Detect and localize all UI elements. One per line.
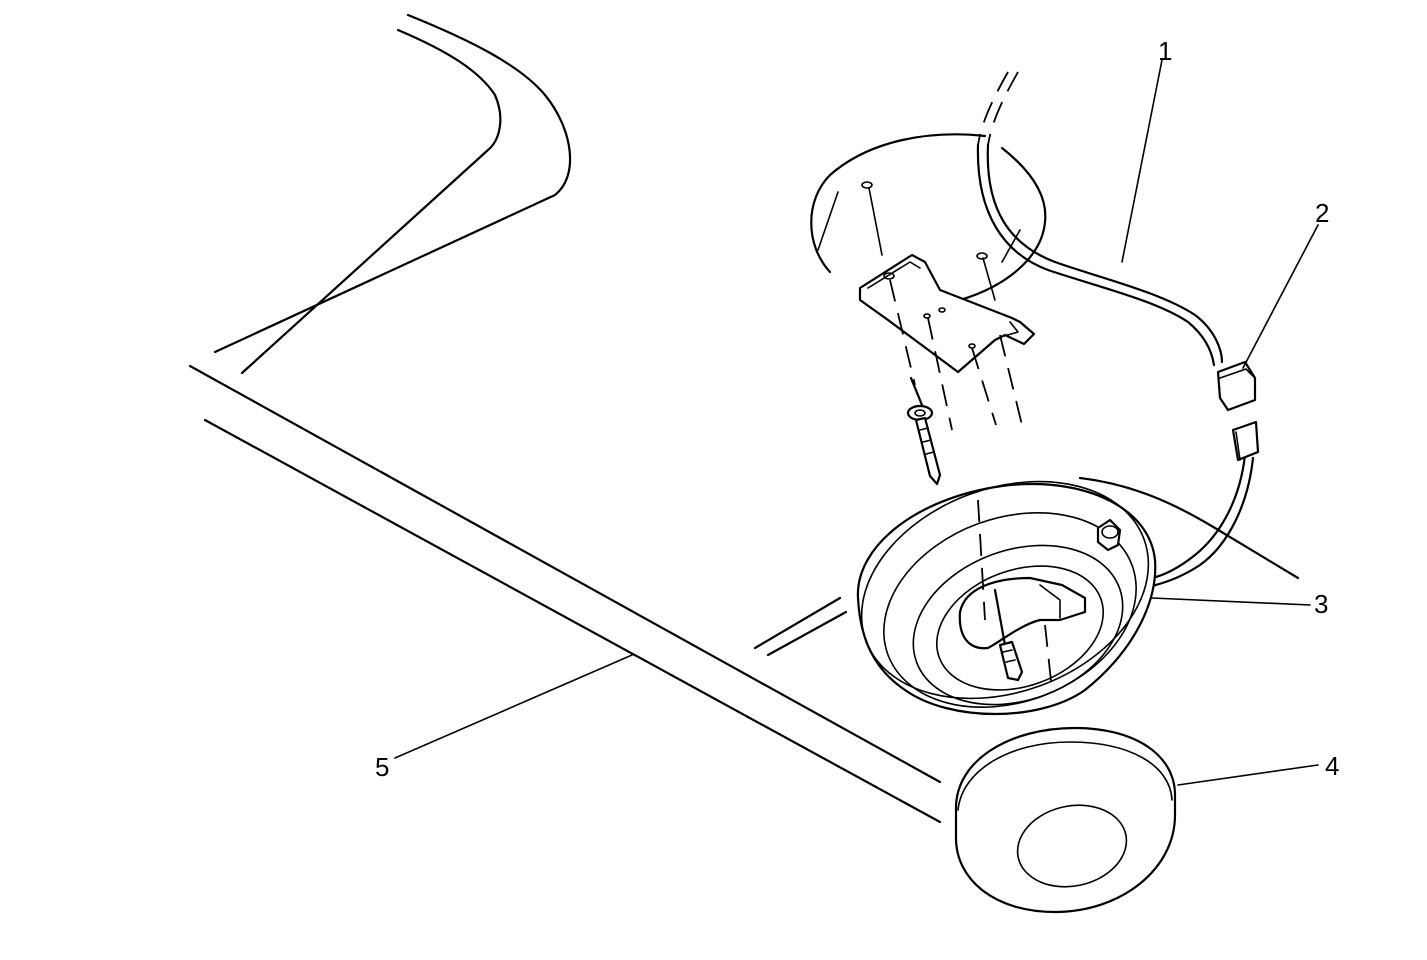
lamp-screw <box>993 588 1024 682</box>
callout-1-label: 1 <box>1158 36 1172 66</box>
callout-3-label: 3 <box>1314 589 1328 619</box>
roof-headliner-panel <box>188 13 1300 824</box>
lamp-lens <box>954 726 1177 914</box>
dome-lamp-housing <box>856 480 1157 715</box>
callout-leader-lines <box>394 59 1319 786</box>
wiring-harness <box>976 71 1255 588</box>
mounting-bracket <box>858 181 1036 431</box>
mounting-screw <box>906 376 942 486</box>
roof-opening <box>810 133 1047 302</box>
callout-5-label: 5 <box>375 752 389 782</box>
leader-line-3 <box>1151 597 1311 606</box>
harness-connector <box>1216 360 1260 462</box>
callout-2-label: 2 <box>1315 198 1329 228</box>
leader-line-1 <box>1121 59 1163 263</box>
leader-line-2 <box>1242 224 1319 369</box>
callout-4-label: 4 <box>1325 751 1339 781</box>
leader-line-4 <box>1177 764 1319 786</box>
leader-line-5 <box>394 654 633 759</box>
